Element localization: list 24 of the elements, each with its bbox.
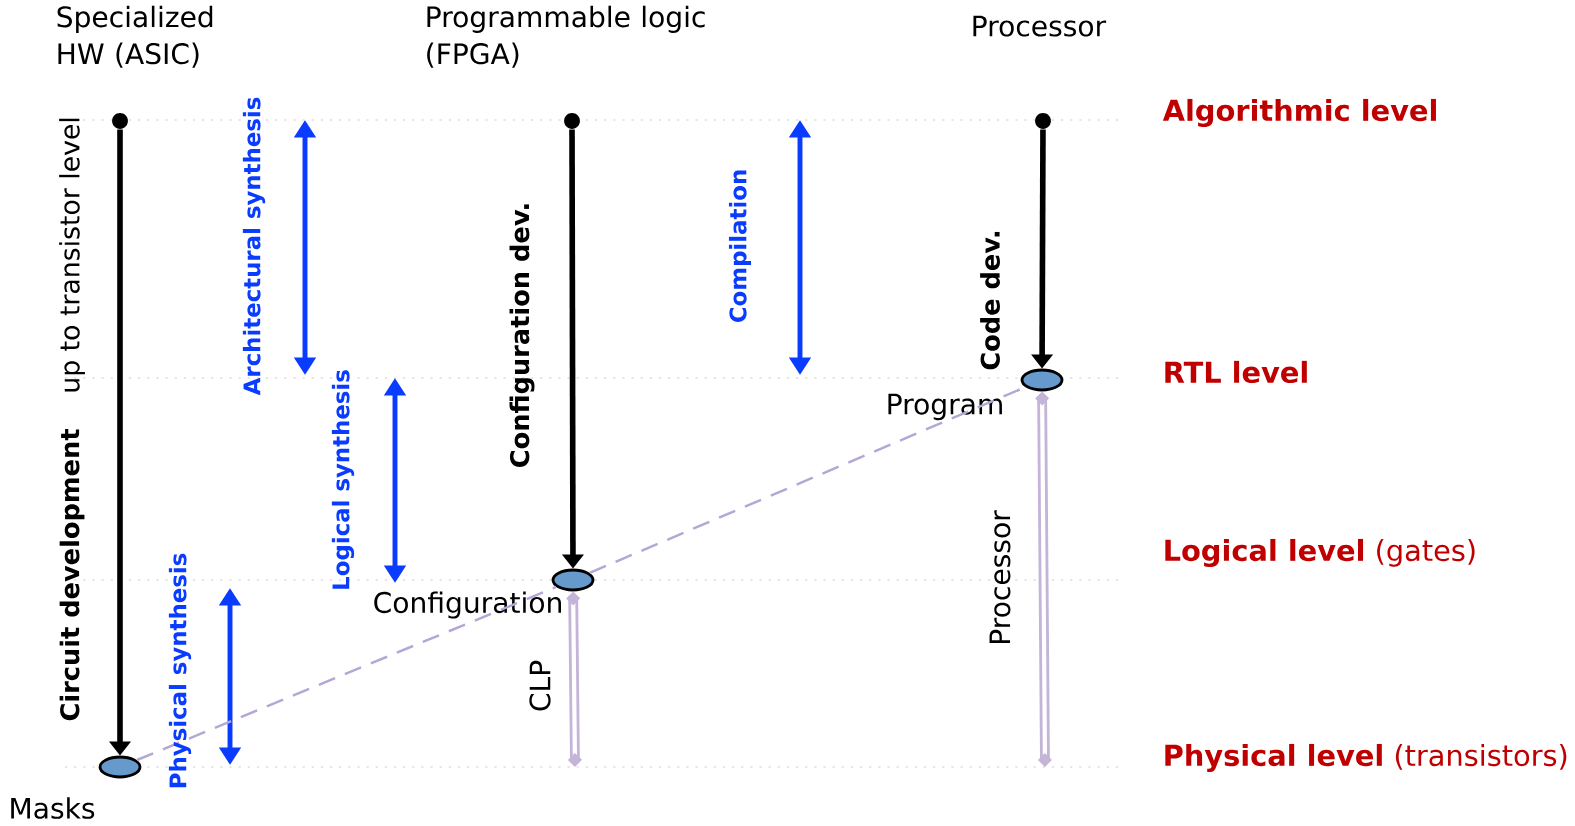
synthesis-label: Logical synthesis	[331, 370, 355, 589]
ellipse	[98, 755, 142, 779]
edge-label: Code dev.	[980, 231, 1000, 370]
node-caption: Masks	[11, 797, 95, 819]
dot	[112, 113, 128, 129]
node-caption: Program	[888, 393, 1002, 421]
edge-label: Configuration dev.	[509, 204, 535, 467]
ellipse	[551, 568, 595, 592]
level-label: Logical level (gates)	[1165, 538, 1475, 568]
edge-label: Circuit development	[59, 429, 85, 721]
synthesis-label: Compilation	[728, 170, 752, 323]
ellipse	[1020, 368, 1064, 392]
level-label: Algorithmic level	[1162, 98, 1436, 128]
edge-label: CLP	[529, 660, 551, 711]
dot	[564, 113, 580, 129]
edge-label: Processor	[989, 510, 1011, 643]
dashed-line	[136, 585, 557, 762]
node-caption: Configuration	[374, 591, 561, 619]
dot	[1035, 113, 1051, 129]
level-label: Physical level (transistors)	[1165, 743, 1567, 773]
synthesis-label: Architectural synthesis	[242, 97, 266, 396]
double-line	[1035, 391, 1052, 767]
double-line	[566, 591, 582, 767]
note: up to transistor level	[59, 118, 85, 392]
